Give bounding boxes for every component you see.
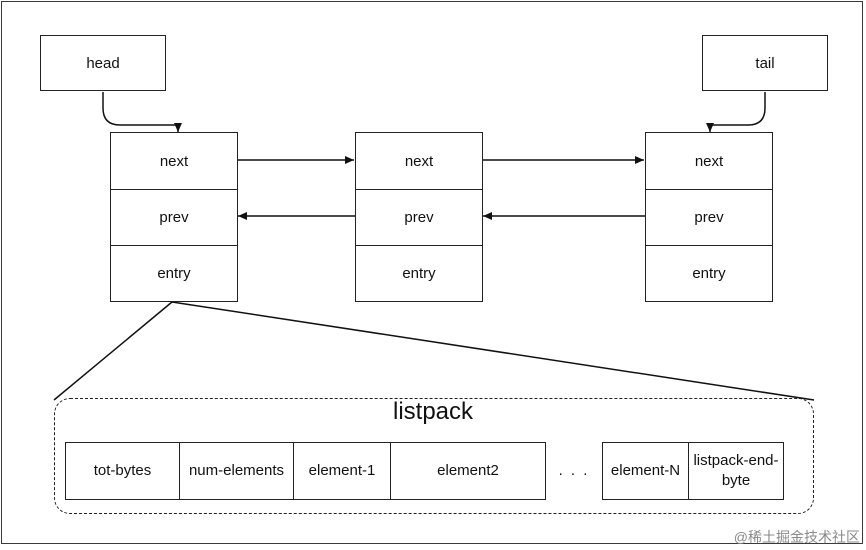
tail-arrow (706, 92, 766, 132)
listpack-cell-element2: element2 (390, 443, 545, 499)
tail-label: tail (755, 54, 775, 72)
listpack-cell-end-byte: listpack-end-byte (688, 443, 783, 499)
node-prev-field: prev (356, 189, 482, 245)
listpack-cell-num-elements: num-elements (179, 443, 293, 499)
head-box: head (40, 35, 166, 91)
listpack-row-right: element-N listpack-end-byte (602, 442, 784, 500)
listpack-row-left: tot-bytes num-elements element-1 element… (65, 442, 546, 500)
node-entry-field: entry (356, 245, 482, 301)
listpack-title: listpack (392, 398, 474, 425)
zoom-line-right (171, 301, 815, 401)
listpack-cell-element-n: element-N (610, 462, 681, 479)
node-next-field: next (404, 152, 434, 170)
head-label: head (86, 54, 120, 72)
listpack-container (54, 398, 814, 514)
node-next-field: next (159, 152, 189, 170)
zoom-line-left (53, 301, 173, 401)
watermark-credit: @稀土掘金技术社区 (733, 529, 860, 545)
listpack-cell-tot-bytes: tot-bytes (93, 462, 152, 479)
head-arrow (102, 92, 182, 132)
node-prev-field: prev (111, 189, 237, 245)
tail-box: tail (702, 35, 828, 91)
listpack-cell-element-1: element-1 (293, 443, 390, 499)
quicklist-node-3: next prev entry (645, 132, 773, 302)
quicklist-node-2: next prev entry (355, 132, 483, 302)
node-entry-field: entry (646, 245, 772, 301)
node-entry-field: entry (111, 245, 237, 301)
quicklist-node-1: next prev entry (110, 132, 238, 302)
listpack-ellipsis: . . . (558, 462, 590, 479)
node-prev-field: prev (646, 189, 772, 245)
node-next-field: next (694, 152, 724, 170)
